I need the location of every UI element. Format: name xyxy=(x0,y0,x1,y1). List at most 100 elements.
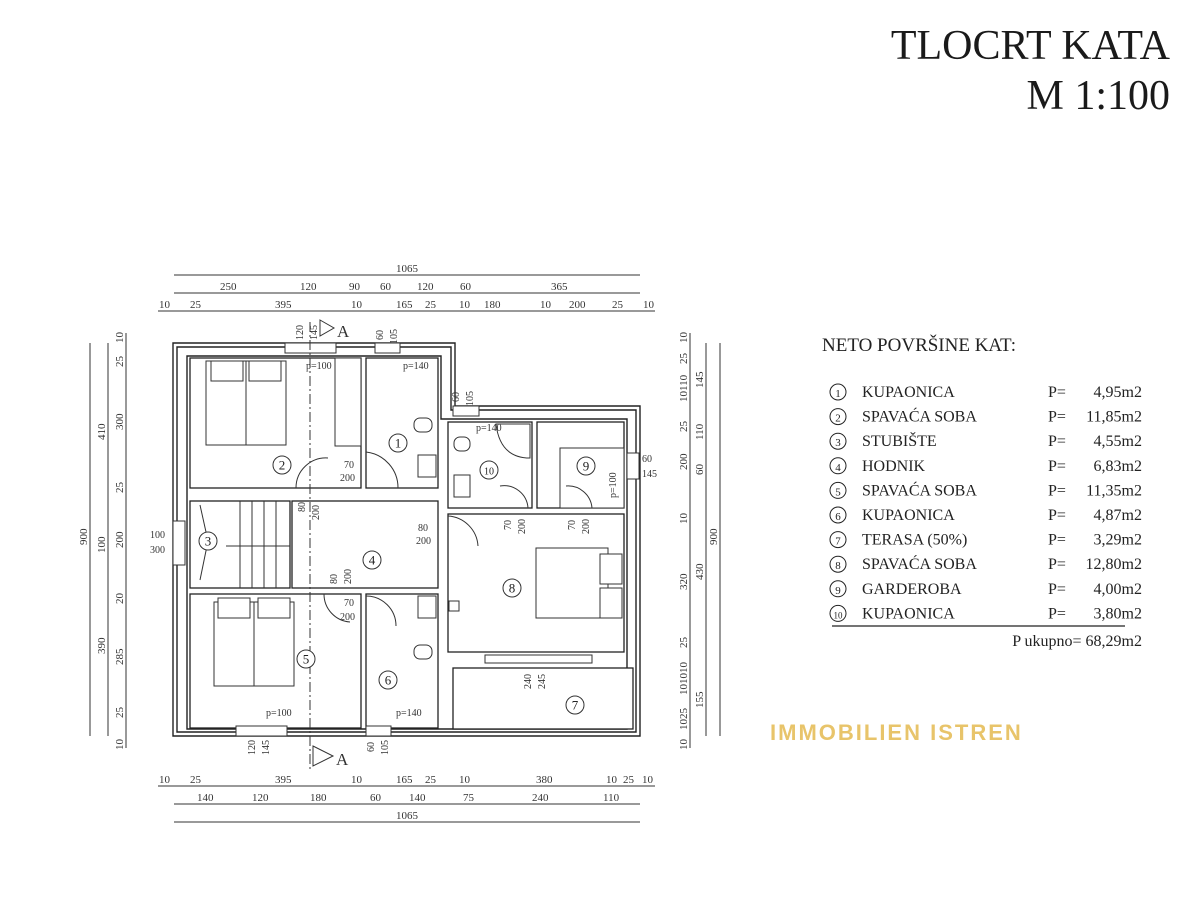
room-number-circle xyxy=(565,695,585,715)
dim-top-total: 1065 xyxy=(396,263,419,275)
dim: 10 xyxy=(643,299,655,311)
dim: 10 xyxy=(114,739,126,751)
window-label: p=140 xyxy=(403,361,429,372)
dim: 300 xyxy=(114,413,126,430)
dim: 25 xyxy=(114,356,126,368)
room-number: 7 xyxy=(572,698,579,713)
legend-number-circle xyxy=(829,481,847,499)
dim: 1025 xyxy=(678,708,690,731)
legend-p: P= xyxy=(1048,556,1066,573)
shower xyxy=(495,423,531,459)
dim: 10 xyxy=(642,774,654,786)
door-label: 70 xyxy=(503,520,514,530)
legend-number: 6 xyxy=(835,511,841,523)
window-label: p=140 xyxy=(396,708,422,719)
window-label: 105 xyxy=(389,329,400,344)
legend-number: 9 xyxy=(835,585,841,597)
dim: 380 xyxy=(536,774,553,786)
room-number-circle xyxy=(378,670,398,690)
window-label: 145 xyxy=(642,469,657,480)
legend-number: 3 xyxy=(835,437,841,449)
dim: 200 xyxy=(114,531,126,548)
room-number-circle xyxy=(296,649,316,669)
dim: 10 xyxy=(159,299,171,311)
dim: 165 xyxy=(396,774,413,786)
dim: 25 xyxy=(114,707,126,719)
dim: 250 xyxy=(220,281,237,293)
room-number: 5 xyxy=(303,652,310,667)
legend-room-name: HODNIK xyxy=(862,458,926,475)
window-label: p=140 xyxy=(476,423,502,434)
window-label: 60 xyxy=(642,454,652,465)
legend-number: 2 xyxy=(835,413,841,425)
legend-number-circle xyxy=(829,531,847,549)
room-number: 3 xyxy=(205,534,212,549)
dim: 25 xyxy=(678,637,690,649)
door-label: 70 xyxy=(567,520,578,530)
room-number: 10 xyxy=(484,467,494,478)
window-label: 105 xyxy=(380,740,391,755)
legend-area: 11,35m2 xyxy=(1086,482,1142,499)
dim: 10 xyxy=(114,332,126,344)
room-number-circle xyxy=(198,531,218,551)
toilet xyxy=(413,644,433,660)
window-label: 105 xyxy=(465,391,476,406)
outer-walls xyxy=(172,342,641,737)
dim: 25 xyxy=(678,421,690,433)
dim: 10 xyxy=(459,774,471,786)
legend-area: 12,80m2 xyxy=(1086,556,1142,573)
window-label: 60 xyxy=(451,392,462,402)
dim: 120 xyxy=(417,281,434,293)
door-label: 70 xyxy=(344,460,354,471)
dim: 390 xyxy=(96,637,108,654)
staircase xyxy=(199,501,290,588)
window-label: 145 xyxy=(261,740,272,755)
door-label: 200 xyxy=(416,536,431,547)
window-label: 120 xyxy=(247,740,258,755)
section-label: A xyxy=(337,322,350,341)
room-number: 9 xyxy=(583,459,590,474)
dim: 180 xyxy=(310,792,327,804)
plan-title: TLOCRT KATA xyxy=(890,23,1170,69)
dim: 200 xyxy=(678,453,690,470)
door-label: 80 xyxy=(297,502,308,512)
legend-number: 5 xyxy=(835,486,841,498)
room-4 xyxy=(291,500,439,589)
legend-area: 3,80m2 xyxy=(1094,605,1142,622)
dim: 900 xyxy=(708,528,720,545)
legend-number: 8 xyxy=(835,560,841,572)
dim: 900 xyxy=(78,528,90,545)
dim: 320 xyxy=(678,573,690,590)
doors: 70 200 80 200 80 200 80 200 70 200 70 20… xyxy=(295,451,593,627)
dim: 395 xyxy=(275,299,292,311)
dim: 25 xyxy=(623,774,635,786)
window-label: 100 xyxy=(150,530,165,541)
dim: 410 xyxy=(96,423,108,440)
window-label: 245 xyxy=(537,674,548,689)
dim: 25 xyxy=(190,774,202,786)
window-label: p=100 xyxy=(608,472,619,498)
sink xyxy=(417,454,437,478)
legend-title: NETO POVRŠINE KAT: xyxy=(822,334,1016,356)
room-number-circle xyxy=(272,455,292,475)
door-label: 80 xyxy=(418,523,428,534)
bottom-dimensions: 10 25 395 10 165 25 10 380 10 25 10 140 … xyxy=(158,774,655,823)
dim: 25 xyxy=(190,299,202,311)
dim: 120 xyxy=(252,792,269,804)
legend-area: 4,87m2 xyxy=(1094,507,1142,524)
dim: 10 xyxy=(678,513,690,525)
door-label: 70 xyxy=(344,598,354,609)
legend-number-circle xyxy=(829,457,847,475)
room-number: 6 xyxy=(385,673,392,688)
legend-p: P= xyxy=(1048,409,1066,426)
dim: 10 xyxy=(159,774,171,786)
window-label: 240 xyxy=(523,674,534,689)
dim: 25 xyxy=(425,299,437,311)
dim: 110 xyxy=(603,792,620,804)
